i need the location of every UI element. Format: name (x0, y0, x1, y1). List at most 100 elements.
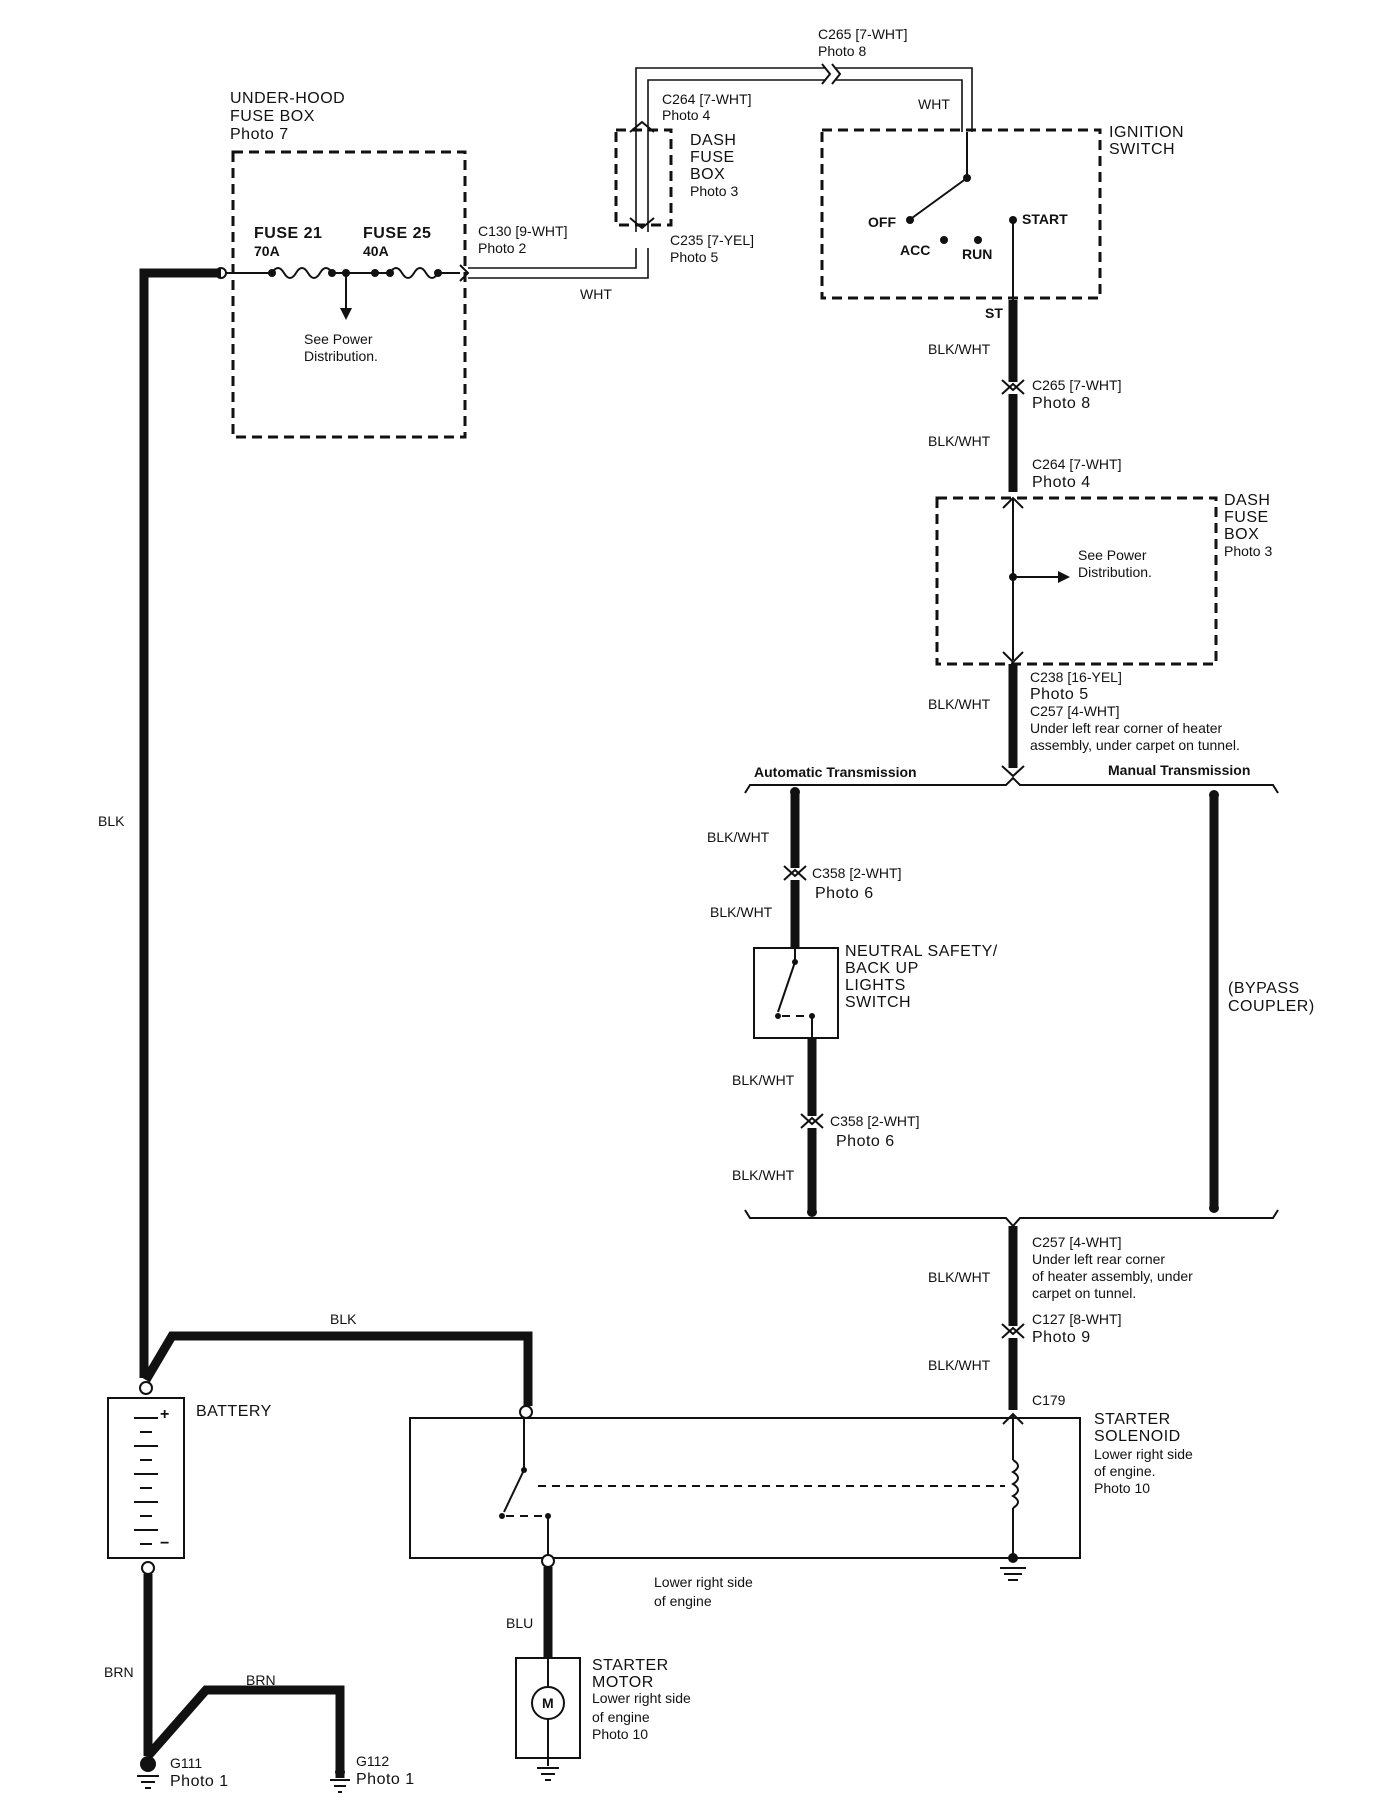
starter-motor-location-2: of engine (592, 1709, 650, 1725)
starter-solenoid-body (409, 1417, 1081, 1559)
blk-battery-cable: BLK (98, 268, 221, 1378)
automatic-transmission-branch: BLK/WHT C358 [2-WHT] Photo 6 BLK/WHT NEU… (707, 787, 998, 1217)
under-hood-fuse-box: UNDER-HOOD FUSE BOX Photo 7 FUSE 21 70A … (215, 90, 467, 439)
switch-position-acc: ACC (900, 242, 930, 258)
c257-lower-note-3: carpet on tunnel. (1032, 1285, 1136, 1301)
starter-solenoid-label-2: SOLENOID (1094, 1428, 1181, 1445)
wire-color-blk-wht-at-1: BLK/WHT (707, 829, 770, 845)
c265-top-label: C265 [7-WHT] (818, 26, 907, 42)
fuse-25-label: FUSE 25 (363, 225, 431, 242)
c358-upper-photo: Photo 6 (815, 885, 874, 902)
starter-motor: M STARTER MOTOR Lower right side of engi… (515, 1657, 691, 1781)
c264-top-label: C264 [7-WHT] (662, 91, 751, 107)
dash-fuse-box-mid-label-3: BOX (1224, 526, 1259, 543)
wire-color-blu: BLU (506, 1615, 533, 1631)
neutral-safety-switch-label-1: NEUTRAL SAFETY/ (845, 943, 998, 960)
brn-ground-cable: BRN BRN (104, 1574, 345, 1778)
dash-fuse-box-top-outline (614, 128, 673, 227)
dash-fuse-box-top-label-3: BOX (690, 166, 725, 183)
c265-top-connector (821, 63, 832, 85)
transmission-upper-bus: Automatic Transmission Manual Transmissi… (744, 762, 1279, 794)
dash-fuse-box-top-label-1: DASH (690, 132, 736, 149)
c235-label: C235 [7-YEL] (670, 232, 754, 248)
battery-cells-icon (134, 1417, 158, 1545)
under-hood-fuse-box-photo: Photo 7 (230, 126, 289, 143)
c238-label: C238 [16-YEL] (1030, 669, 1122, 685)
ignition-switch: IGNITION SWITCH OFF ACC RUN START ST (820, 124, 1184, 321)
g112-photo: Photo 1 (356, 1771, 415, 1788)
ignition-switch-terminal-st: ST (985, 305, 1003, 321)
wire-color-blk-wht-3: BLK/WHT (928, 696, 991, 712)
battery-plus-terminal: + (160, 1406, 170, 1423)
c265-mid-label: C265 [7-WHT] (1032, 377, 1121, 393)
fuse-21-rating: 70A (254, 243, 280, 259)
c358-upper-label: C358 [2-WHT] (812, 865, 901, 881)
wire-color-brn-mid: BRN (246, 1672, 276, 1688)
starter-solenoid-location-2: of engine. (1094, 1463, 1156, 1479)
c257-upper-label: C257 [4-WHT] (1030, 703, 1119, 719)
see-power-distribution-note-mid: See Power (1078, 547, 1147, 563)
c127-photo: Photo 9 (1032, 1329, 1091, 1346)
switch-position-start: START (1022, 211, 1068, 227)
wire-color-blk-wht-at-2: BLK/WHT (710, 904, 773, 920)
battery-minus-terminal: − (160, 1535, 170, 1552)
wire-color-wht-mid: WHT (580, 286, 612, 302)
wire-color-blk-wht-1: BLK/WHT (928, 341, 991, 357)
wht-wire-dash-to-ignition: C265 [7-WHT] Photo 8 WHT (635, 26, 973, 132)
dash-fuse-box-mid-label-2: FUSE (1224, 509, 1269, 526)
c238-photo: Photo 5 (1030, 686, 1089, 703)
battery-body (107, 1397, 185, 1559)
under-hood-fuse-box-title: UNDER-HOOD (230, 90, 345, 107)
dash-fuse-box-mid-outline (935, 496, 1218, 666)
engine-location-note-1: Lower right side (654, 1574, 753, 1590)
wire-color-blk-wht-4: BLK/WHT (928, 1269, 991, 1285)
transmission-lower-bus (744, 1209, 1279, 1228)
g111-label: G111 (170, 1755, 202, 1771)
starter-motor-label-2: MOTOR (592, 1674, 654, 1691)
wire-color-brn-left: BRN (104, 1664, 134, 1680)
fuse-25-rating: 40A (363, 243, 389, 259)
dash-fuse-box-top-photo: Photo 3 (690, 183, 738, 199)
blk-solenoid-cable: BLK (142, 1311, 533, 1406)
ignition-switch-title-2: SWITCH (1109, 141, 1175, 158)
manual-transmission-branch: (BYPASS COUPLER) (1209, 790, 1314, 1213)
manual-transmission-label: Manual Transmission (1108, 762, 1250, 778)
motor-symbol: M (542, 1695, 554, 1711)
c358-lower-label: C358 [2-WHT] (830, 1113, 919, 1129)
g111-photo: Photo 1 (170, 1773, 229, 1790)
c130-photo: Photo 2 (478, 240, 526, 256)
ground-icon (330, 1779, 350, 1793)
g112-label: G112 (356, 1753, 389, 1769)
c257-upper-note-2: assembly, under carpet on tunnel. (1030, 737, 1240, 753)
c257-upper-note-1: Under left rear corner of heater (1030, 720, 1223, 736)
c358-lower-connector (800, 1113, 824, 1126)
see-power-distribution-note-mid-2: Distribution. (1078, 564, 1152, 580)
ground-g112: G112 Photo 1 (330, 1753, 415, 1793)
c235-photo: Photo 5 (670, 249, 718, 265)
ignition-switch-outline (820, 128, 1102, 300)
ignition-switch-title: IGNITION (1109, 124, 1184, 141)
c130-connector: C130 [9-WHT] Photo 2 (459, 223, 567, 282)
wire-color-blk-wht-at-3: BLK/WHT (732, 1072, 795, 1088)
battery-label: BATTERY (196, 1403, 272, 1420)
starter-motor-photo: Photo 10 (592, 1726, 648, 1742)
bypass-coupler-label-1: (BYPASS (1228, 980, 1300, 997)
c358-lower-photo: Photo 6 (836, 1133, 895, 1150)
dash-fuse-box-mid-photo: Photo 3 (1224, 543, 1272, 559)
wire-color-blk-wht-5: BLK/WHT (928, 1357, 991, 1373)
ground-icon (537, 1767, 559, 1781)
c257-lower-note-1: Under left rear corner (1032, 1251, 1165, 1267)
c257-lower-label: C257 [4-WHT] (1032, 1234, 1121, 1250)
c127-label: C127 [8-WHT] (1032, 1311, 1121, 1327)
blu-starter-cable: BLU (506, 1567, 553, 1658)
dash-fuse-box-top-label-2: FUSE (690, 149, 735, 166)
c264-top-photo: Photo 4 (662, 107, 710, 123)
starter-solenoid-photo: Photo 10 (1094, 1480, 1150, 1496)
ground-icon (137, 1775, 159, 1789)
c265-mid-photo: Photo 8 (1032, 395, 1091, 412)
dash-fuse-box-top: DASH FUSE BOX Photo 3 C264 [7-WHT] Photo… (614, 91, 754, 265)
wire-color-blk-top: BLK (330, 1311, 357, 1327)
c257-lower-note-2: of heater assembly, under (1032, 1268, 1193, 1284)
fuse-21-label: FUSE 21 (254, 225, 322, 242)
